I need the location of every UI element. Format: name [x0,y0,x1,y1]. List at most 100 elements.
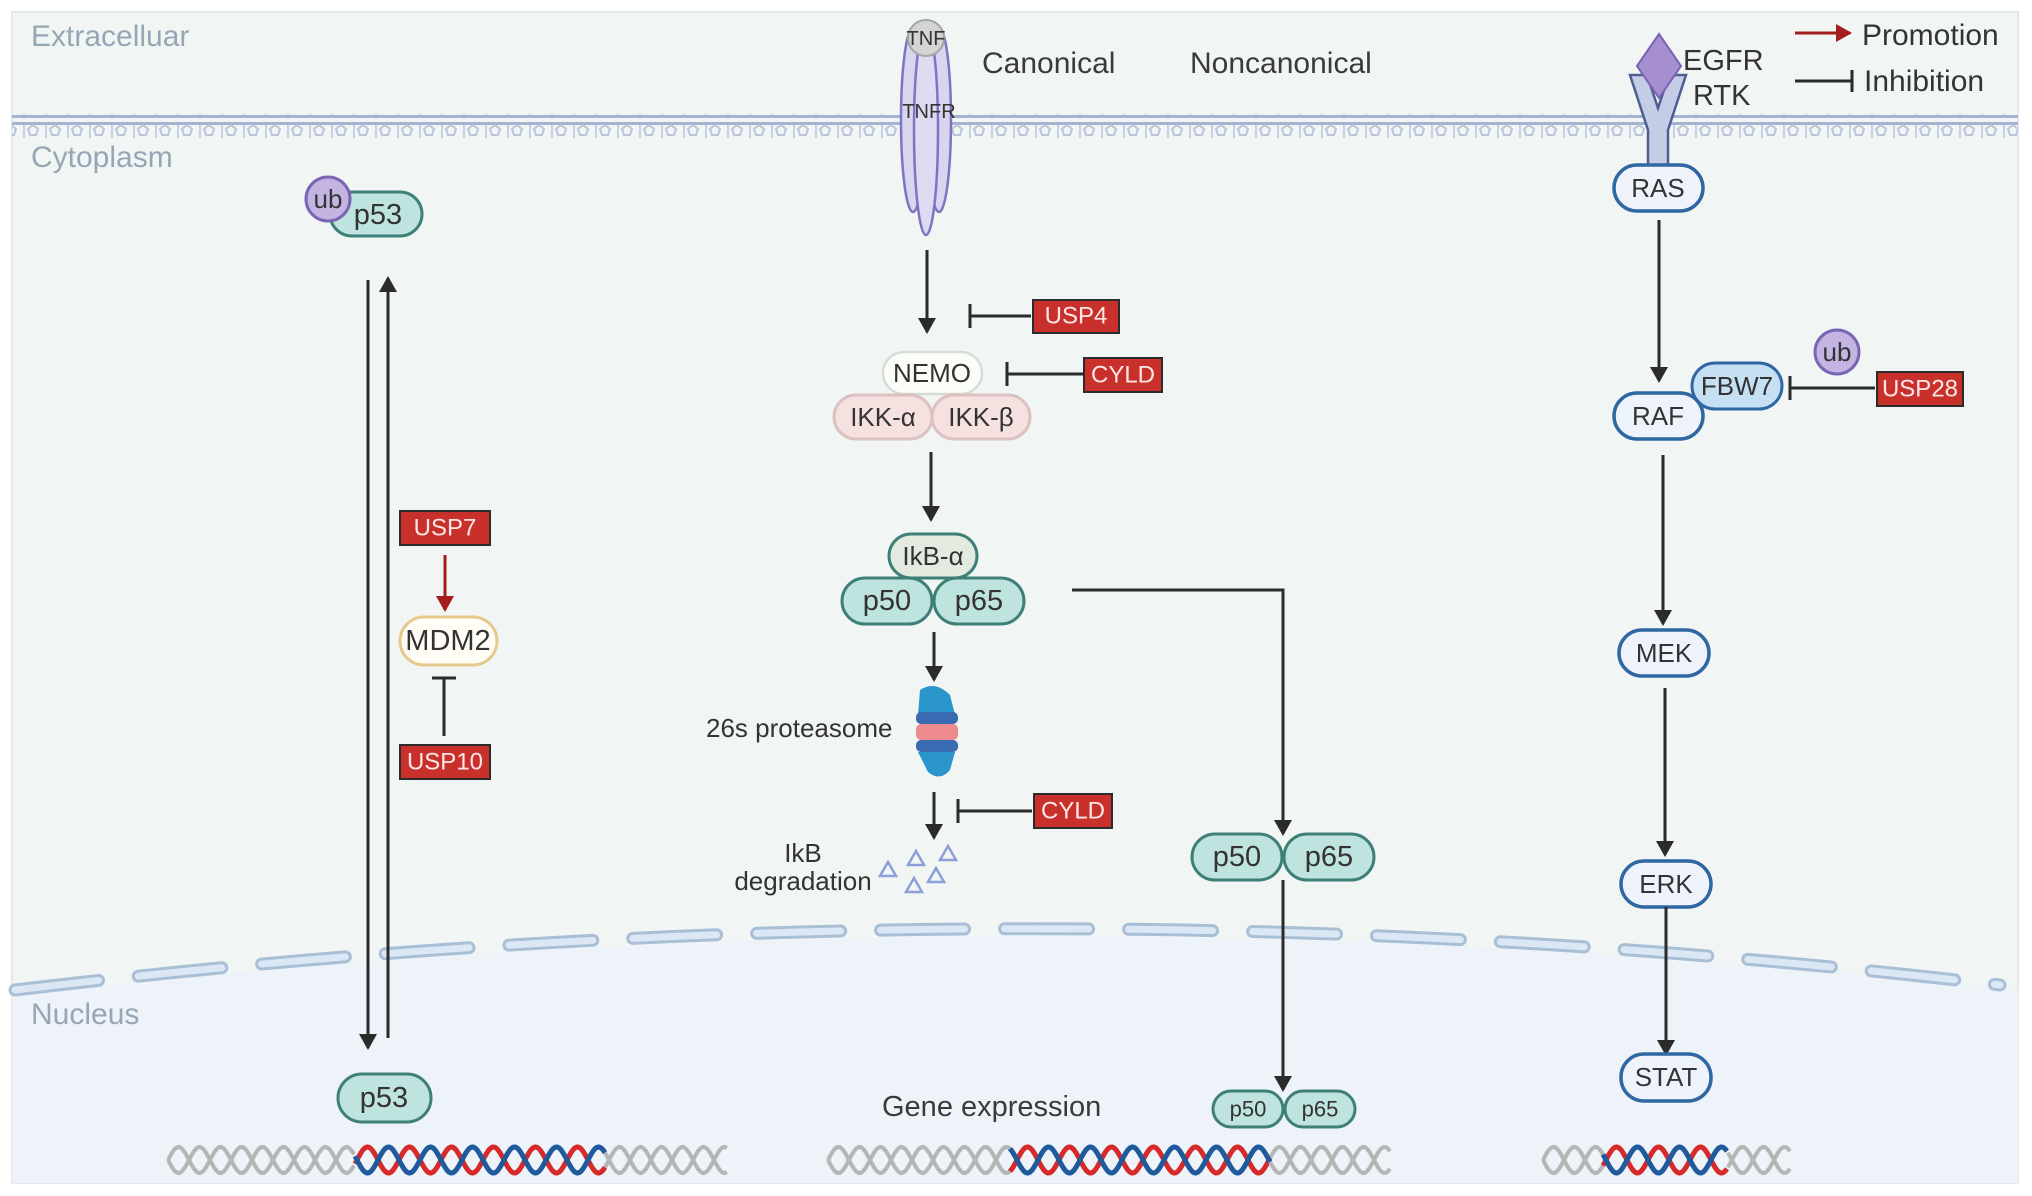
dna-strand [166,1144,356,1176]
p53-nucleus-node [336,1072,433,1124]
nfkb-pathway: TNF TNFR Canonical Noncanonical USP4 NEM… [706,19,1376,1129]
gene-expression-label: Gene expression [882,1091,1101,1123]
p50-nucleus-node [1211,1089,1285,1129]
canonical-label: Canonical [982,47,1115,80]
region-label-nucleus: Nucleus [31,998,139,1031]
nuclear-envelope-inner [11,925,2004,994]
legend-inhibition: Inhibition [1864,65,1984,98]
ikb-degradation-label-1: IkB [784,838,822,868]
ikk-beta-label: IKK-β [948,402,1014,432]
p65-node [932,576,1026,626]
usp10-enzyme [399,744,491,780]
proteasome-icon [916,686,958,777]
dna-strand [1268,1144,1392,1176]
usp28-enzyme [1876,371,1964,407]
ikk-beta-node [930,393,1032,441]
ubiquitin-icon [304,175,352,223]
tnfr-label: TNFR [902,101,955,123]
dna-helix-p53 [166,1144,728,1176]
dna-strands [166,1144,1792,1176]
ikb-alpha-node [887,532,979,580]
erk-label: ERK [1639,869,1693,899]
rtk-label: RTK [1693,80,1751,112]
dna-helix-stat [1541,1144,1792,1176]
ub-label: ub [314,184,343,214]
dna-strand [826,1144,1012,1176]
nemo-node [881,350,984,396]
region-label-extracellular: Extracelluar [31,20,189,53]
p50-nucleus-label: p50 [1230,1097,1267,1122]
dna-strand [1726,1144,1792,1176]
dna-strand [1726,1144,1792,1176]
dna-strand [603,1144,728,1176]
mek-node [1617,628,1711,678]
usp7-enzyme [399,510,491,546]
mdm2-node [398,615,499,667]
p65-label: p65 [955,585,1003,617]
p53-pathway: p53 ub USP7 MDM2 USP10 p53 [304,175,499,1124]
ikb-degradation-label-2: degradation [734,866,871,896]
proteasome-label: 26s proteasome [706,713,892,743]
dna-strand [826,1144,1012,1176]
dna-strand [1541,1144,1605,1176]
cyld-label-2: CYLD [1041,798,1105,825]
p50-label: p50 [863,585,911,617]
dna-strand [166,1144,356,1176]
ubiquitin-icon-egfr [1813,328,1861,376]
dna-strand [352,1144,608,1176]
nemo-label: NEMO [893,358,971,388]
noncanonical-arrow [1072,588,1292,836]
usp4-enzyme [1032,299,1120,334]
legend: Promotion Inhibition [1795,19,1999,98]
plasma-membrane [12,114,2018,138]
p65-noncanonical-label: p65 [1305,841,1353,873]
p65-nucleus-node [1283,1089,1357,1129]
usp28-label: USP28 [1882,376,1958,403]
dna-strand [1600,1144,1729,1176]
egfr-label: EGFR [1683,45,1764,77]
ras-label: RAS [1631,173,1684,203]
p50-noncanonical-node [1190,832,1284,882]
mdm2-label: MDM2 [405,625,490,657]
ikb-alpha-label: IkB-α [902,541,963,571]
dna-strand [1600,1144,1729,1176]
ikk-alpha-label: IKK-α [850,402,916,432]
egfr-pathway: EGFR RTK RAS FBW7 RAF ub USP28 MEK ERK S… [1612,32,1964,1103]
dna-strand [1541,1144,1605,1176]
usp4-label: USP4 [1045,303,1108,330]
p65-nucleus-label: p65 [1302,1097,1339,1122]
stat-node [1619,1052,1713,1103]
tnf-ligand-icon [907,19,945,57]
cyld-enzyme-1 [1083,357,1163,393]
p50-node [840,576,934,626]
p53-cytoplasm-label: p53 [354,199,402,231]
p65-noncanonical-node [1282,832,1376,882]
p50-noncanonical-label: p50 [1213,841,1261,873]
raf-label: RAF [1632,401,1684,431]
dna-strand [1008,1144,1273,1176]
nucleus-region [12,936,2018,1183]
stat-label: STAT [1635,1062,1698,1092]
legend-promotion: Promotion [1862,19,1999,52]
fbw7-label: FBW7 [1701,371,1773,401]
cyld-enzyme-2 [1033,793,1113,829]
ub-label-egfr: ub [1823,337,1852,367]
tnf-label: TNF [907,28,946,50]
mek-label: MEK [1636,638,1693,668]
p53-nucleus-label: p53 [360,1082,408,1114]
degraded-fragments-icon [877,843,959,894]
ras-node [1612,163,1705,213]
usp7-label: USP7 [414,515,477,542]
rtk-receptor-icon [1628,73,1688,167]
raf-node [1612,391,1705,441]
fbw7-node [1690,361,1784,411]
cyld-label-1: CYLD [1091,362,1155,389]
dna-strand [603,1144,728,1176]
noncanonical-label: Noncanonical [1190,47,1372,80]
dna-helix-nfkb [826,1144,1392,1176]
dna-strand [352,1144,608,1176]
usp10-label: USP10 [407,749,483,776]
region-label-cytoplasm: Cytoplasm [31,141,173,174]
egfr-ligand-icon [1635,32,1683,100]
